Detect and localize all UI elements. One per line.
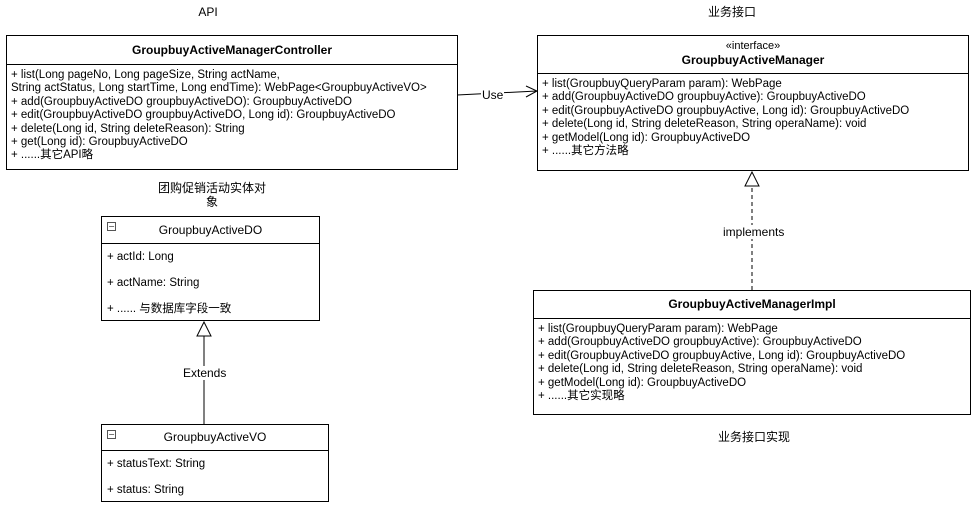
- controller-method: + list(Long pageNo, Long pageSize, Strin…: [11, 69, 280, 81]
- manager-interface-name: GroupbuyActiveManager: [681, 53, 825, 67]
- active-vo-field: + status: String: [107, 484, 185, 496]
- impl-method: + edit(GroupbuyActiveDO groupbuyActive, …: [538, 349, 906, 362]
- active-vo-class-name: GroupbuyActiveVO: [102, 425, 328, 451]
- controller-method: + add(GroupbuyActiveDO groupbuyActiveDO)…: [11, 95, 353, 108]
- active-do-field: + actName: String: [107, 277, 200, 289]
- active-do-field: + actId: Long: [107, 251, 174, 263]
- caption-entity: 团购促销活动实体对 象: [150, 181, 274, 209]
- use-label: Use: [481, 88, 505, 102]
- impl-class[interactable]: GroupbuyActiveManagerImpl + list(Groupbu…: [533, 290, 971, 415]
- active-do-field: + ...... 与数据库字段一致: [107, 303, 232, 315]
- active-vo-field: + statusText: String: [107, 458, 206, 470]
- impl-methods: + list(GroupbuyQueryParam param): WebPag…: [534, 319, 970, 403]
- manager-method: + ......其它方法略: [542, 145, 629, 158]
- impl-method: + add(GroupbuyActiveDO groupbuyActive): …: [538, 336, 862, 349]
- impl-method: + delete(Long id, String deleteReason, S…: [538, 363, 863, 376]
- controller-methods: + list(Long pageNo, Long pageSize, Strin…: [7, 65, 457, 163]
- controller-class-name: GroupbuyActiveManagerController: [7, 36, 457, 65]
- active-vo-fields: + statusText: String + status: String: [102, 451, 328, 500]
- caption-entity-line2: 象: [205, 195, 218, 209]
- active-do-class-name: GroupbuyActiveDO: [102, 217, 319, 244]
- controller-method: + edit(GroupbuyActiveDO groupbuyActiveDO…: [11, 109, 396, 122]
- extends-label: Extends: [182, 366, 228, 380]
- manager-interface[interactable]: «interface» GroupbuyActiveManager + list…: [537, 35, 969, 171]
- caption-impl: 业务接口实现: [717, 430, 790, 444]
- impl-method: + ......其它实现略: [538, 390, 625, 403]
- collapse-icon[interactable]: −: [107, 222, 116, 231]
- caption-service: 业务接口: [707, 5, 756, 19]
- implements-label: implements: [722, 225, 786, 239]
- manager-interface-header: «interface» GroupbuyActiveManager: [538, 36, 968, 74]
- extends-arrowhead: [196, 320, 212, 337]
- active-do-class[interactable]: − GroupbuyActiveDO + actId: Long + actNa…: [101, 216, 320, 321]
- impl-method: + getModel(Long id): GroupbuyActiveDO: [538, 376, 747, 389]
- controller-method: + ......其它API略: [11, 149, 94, 162]
- manager-methods: + list(GroupbuyQueryParam param): WebPag…: [538, 74, 968, 158]
- manager-method: + add(GroupbuyActiveDO groupbuyActive): …: [542, 91, 866, 104]
- active-vo-class[interactable]: − GroupbuyActiveVO + statusText: String …: [101, 424, 329, 502]
- impl-method: + list(GroupbuyQueryParam param): WebPag…: [538, 323, 778, 335]
- manager-method: + list(GroupbuyQueryParam param): WebPag…: [542, 78, 782, 90]
- manager-method: + edit(GroupbuyActiveDO groupbuyActive, …: [542, 104, 910, 117]
- controller-method: String actStatus, Long startTime, Long e…: [11, 82, 427, 95]
- controller-class[interactable]: GroupbuyActiveManagerController + list(L…: [6, 35, 458, 170]
- manager-method: + getModel(Long id): GroupbuyActiveDO: [542, 131, 751, 144]
- implements-arrowhead: [744, 170, 760, 187]
- manager-stereotype: «interface»: [725, 40, 781, 52]
- controller-method: + delete(Long id, String deleteReason): …: [11, 122, 245, 135]
- impl-class-name: GroupbuyActiveManagerImpl: [534, 291, 970, 319]
- caption-entity-line1: 团购促销活动实体对: [157, 181, 266, 195]
- manager-method: + delete(Long id, String deleteReason, S…: [542, 118, 867, 131]
- caption-api: API: [198, 5, 218, 19]
- collapse-icon[interactable]: −: [107, 430, 116, 439]
- active-do-fields: + actId: Long + actName: String + ......…: [102, 244, 319, 321]
- controller-method: + get(Long id): GroupbuyActiveDO: [11, 136, 188, 149]
